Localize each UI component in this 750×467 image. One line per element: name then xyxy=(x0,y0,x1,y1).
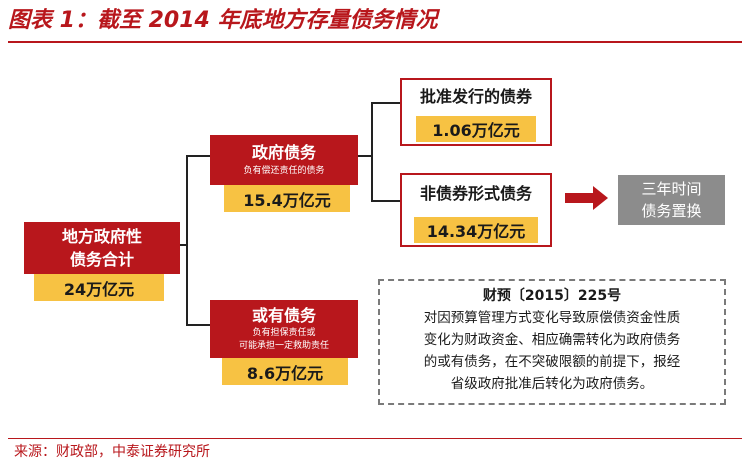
contingent-debt-title: 或有债务 xyxy=(251,306,316,325)
policy-note: 财预〔2015〕225号 对因预算管理方式变化导致原偿债资金性质 变化为财政资金… xyxy=(378,279,726,405)
non-bond-debt-amount: 14.34万亿元 xyxy=(414,217,538,243)
title-divider xyxy=(8,41,742,43)
root-debt-amount: 24万亿元 xyxy=(34,274,164,301)
non-bond-debt-title: 非债券形式债务 xyxy=(419,184,532,203)
non-bond-debt-node: 非债券形式债务 14.34万亿元 xyxy=(400,173,552,247)
connector-root-trunk xyxy=(180,244,187,246)
connector-to-bonds xyxy=(371,102,400,104)
root-debt-label-line1: 地方政府性 xyxy=(61,227,142,246)
root-debt-node: 地方政府性 债务合计 xyxy=(24,222,180,274)
gov-debt-amount: 15.4万亿元 xyxy=(224,185,350,212)
debt-swap-line1: 三年时间 xyxy=(641,180,702,198)
connector-left-vertical xyxy=(186,155,188,326)
root-debt-label-line2: 债务合计 xyxy=(69,250,134,269)
arrow-right-icon xyxy=(565,186,608,210)
contingent-debt-amount: 8.6万亿元 xyxy=(222,358,348,385)
connector-right-vertical xyxy=(371,102,373,202)
contingent-debt-subtitle-line2: 可能承担一定救助责任 xyxy=(238,341,329,351)
contingent-debt-subtitle-line1: 负有担保责任或 xyxy=(252,328,316,338)
gov-debt-subtitle: 负有偿还责任的债务 xyxy=(243,166,325,176)
source-note: 来源：财政部，中泰证券研究所 xyxy=(14,444,210,460)
gov-debt-node: 政府债务 负有偿还责任的债务 xyxy=(210,135,358,185)
bonds-issued-node: 批准发行的债券 1.06万亿元 xyxy=(400,78,552,146)
connector-to-non-bond xyxy=(371,200,400,202)
policy-note-line: 对因预算管理方式变化导致原偿债资金性质 xyxy=(423,310,681,326)
debt-swap-line2: 债务置换 xyxy=(641,202,702,220)
policy-note-line: 变化为财政资金、相应确需转化为政府债务 xyxy=(423,332,681,348)
bonds-issued-title: 批准发行的债券 xyxy=(419,87,532,106)
bonds-issued-amount: 1.06万亿元 xyxy=(416,116,536,142)
policy-note-heading: 财预〔2015〕225号 xyxy=(482,288,622,304)
debt-swap-box: 三年时间 债务置换 xyxy=(618,175,725,225)
gov-debt-title: 政府债务 xyxy=(251,143,316,162)
page-title: 图表 1：截至 2014 年底地方存量债务情况 xyxy=(8,8,438,33)
connector-to-contingent-debt xyxy=(186,324,210,326)
connector-gov-trunk xyxy=(358,155,372,157)
contingent-debt-node: 或有债务 负有担保责任或 可能承担一定救助责任 xyxy=(210,300,358,358)
policy-note-line: 的或有债务，在不突破限额的前提下，报经 xyxy=(423,354,681,370)
source-divider xyxy=(8,438,742,439)
connector-to-gov-debt xyxy=(186,155,210,157)
policy-note-line: 省级政府批准后转化为政府债务。 xyxy=(450,376,654,392)
